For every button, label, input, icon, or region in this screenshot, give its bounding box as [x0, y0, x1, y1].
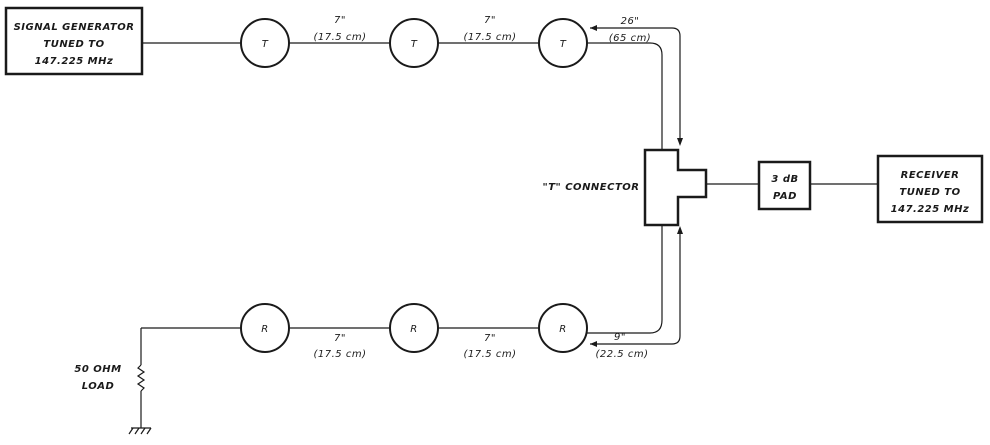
top-cable-to-t-connector — [600, 42, 663, 150]
signal-generator-label-2: TUNED TO — [43, 39, 104, 50]
bottom-node-3: R — [538, 303, 588, 353]
bottom-node-2-label: R — [410, 324, 417, 335]
bottom-node-2: R — [389, 303, 439, 353]
bottom-node-3-label: R — [559, 324, 566, 335]
bottom-segment-2-cm: (17.5 cm) — [464, 349, 517, 360]
top-segment-2-cm: (17.5 cm) — [464, 32, 517, 43]
receiver-label-2: TUNED TO — [899, 187, 960, 198]
receiver-label-1: RECEIVER — [901, 170, 960, 181]
bottom-run-inches: 9" — [614, 332, 626, 343]
top-node-1: T — [240, 18, 290, 68]
signal-generator-box: SIGNAL GENERATOR TUNED TO 147.225 MHz — [4, 6, 144, 76]
bottom-segment-1-inches: 7" — [334, 333, 346, 344]
top-run-cm: (65 cm) — [609, 33, 651, 44]
signal-generator-label-3: 147.225 MHz — [35, 56, 114, 67]
receiver-box: RECEIVER TUNED TO 147.225 MHz — [876, 154, 984, 224]
load-resistor-symbol — [136, 328, 146, 428]
top-node-3: T — [538, 18, 588, 68]
top-node-2: T — [389, 18, 439, 68]
bottom-node-1: R — [240, 303, 290, 353]
top-segment-2-inches: 7" — [484, 15, 496, 26]
t-connector — [643, 148, 708, 227]
bottom-node-1-label: R — [261, 324, 268, 335]
load-label-2: LOAD — [82, 381, 115, 392]
attenuator-pad: 3 dB PAD — [757, 160, 812, 211]
bottom-segment-2-inches: 7" — [484, 333, 496, 344]
bottom-run-cm: (22.5 cm) — [596, 349, 649, 360]
top-node-2-label: T — [411, 39, 418, 50]
top-run-dimension-arrow — [590, 25, 683, 146]
t-connector-label: "T" CONNECTOR — [543, 182, 640, 193]
receiver-label-3: 147.225 MHz — [891, 204, 970, 215]
top-run-inches: 26" — [621, 16, 640, 27]
signal-generator-label-1: SIGNAL GENERATOR — [14, 22, 135, 33]
top-node-1-label: T — [262, 39, 269, 50]
bottom-cable-from-t-connector — [587, 225, 663, 334]
load-label-1: 50 OHM — [74, 364, 121, 375]
top-segment-1-inches: 7" — [334, 15, 346, 26]
top-node-3-label: T — [560, 39, 567, 50]
bottom-run-dimension-arrow — [590, 226, 683, 347]
top-segment-1-cm: (17.5 cm) — [314, 32, 367, 43]
pad-label-2: PAD — [773, 191, 797, 202]
ground-icon — [128, 427, 152, 435]
pad-label-1: 3 dB — [771, 174, 798, 185]
bottom-segment-1-cm: (17.5 cm) — [314, 349, 367, 360]
